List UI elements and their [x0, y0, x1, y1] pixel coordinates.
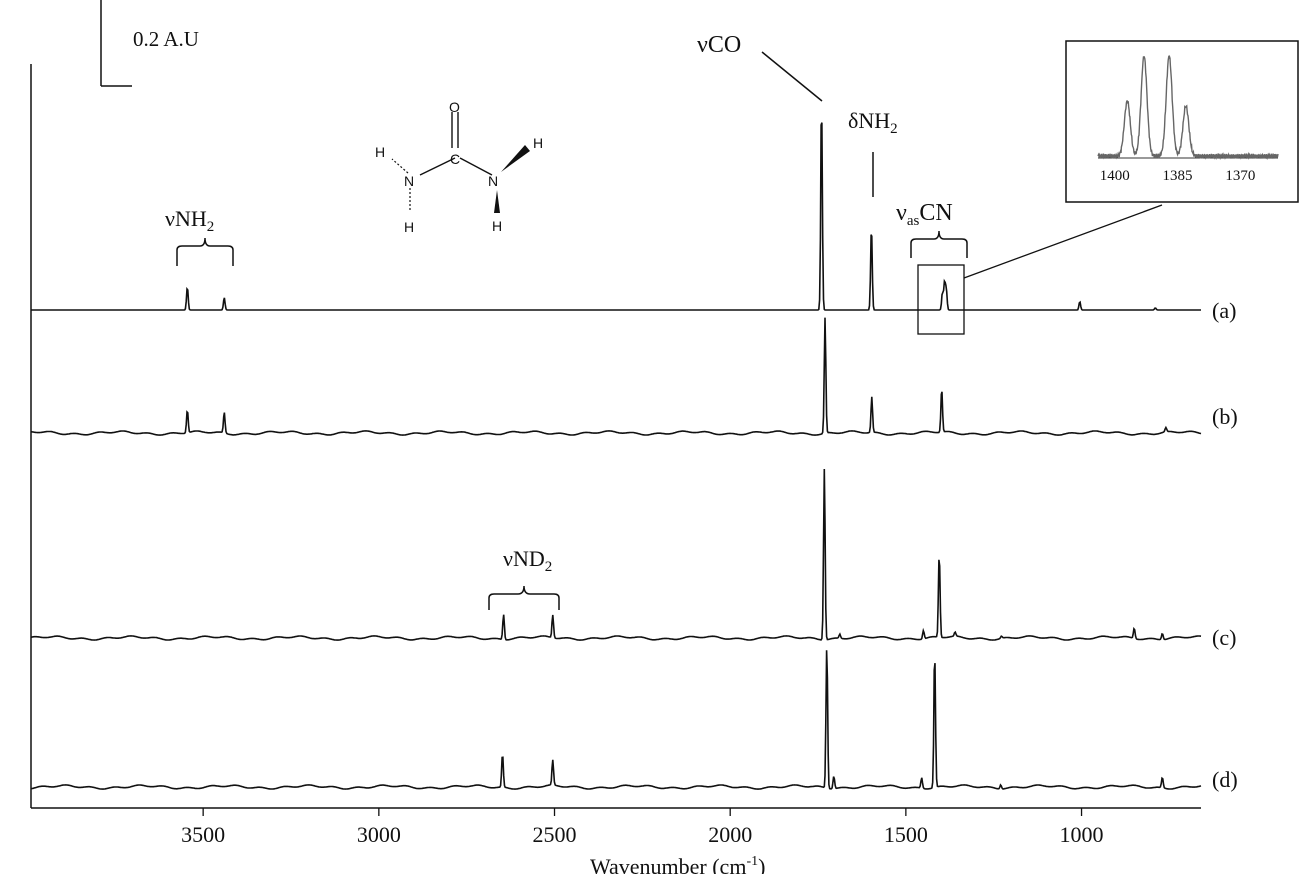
series-label-c: (c) — [1212, 625, 1236, 650]
x-tick-label: 1000 — [1060, 822, 1104, 847]
atom-hydrogen-1: H — [375, 144, 385, 160]
vnd2-label: νND2 — [503, 546, 552, 575]
x-tick-label: 2500 — [533, 822, 577, 847]
spectrum-trace-c — [30, 468, 1202, 641]
series-labels: (a) (b) (c) (d) — [1212, 298, 1238, 792]
series-label-a: (a) — [1212, 298, 1236, 323]
zoom-region-box — [917, 264, 965, 335]
x-axis-label: Wavenumber (cm-1) — [590, 854, 765, 874]
atom-hydrogen-3: H — [533, 135, 543, 151]
scale-bar: 0.2 A.U — [100, 0, 199, 87]
spectrum-trace-b — [30, 317, 1202, 436]
inset-zoom: 1400 1385 1370 — [1065, 40, 1299, 203]
vco-label: νCO — [697, 32, 741, 58]
inset-tick-label: 1370 — [1225, 168, 1255, 184]
inset-frame — [1065, 40, 1299, 203]
x-tick-label: 2000 — [708, 822, 752, 847]
zoom-connector-line — [963, 204, 1163, 279]
vascn-bracket — [910, 230, 968, 258]
dnh2-label: δNH2 — [848, 108, 898, 137]
atom-hydrogen-2: H — [404, 219, 414, 235]
urea-structure: O C N N H H H H — [375, 99, 543, 235]
inset-tick-labels: 1400 1385 1370 — [1100, 168, 1256, 184]
spectra-traces — [30, 122, 1202, 790]
atom-hydrogen-4: H — [492, 218, 502, 234]
annotation-vnd2: νND2 — [488, 546, 560, 610]
spectrum-trace-d — [30, 650, 1202, 790]
x-tick-label: 1500 — [884, 822, 928, 847]
atom-oxygen: O — [449, 99, 460, 115]
atom-nitrogen-right: N — [488, 173, 498, 189]
scale-bar-label: 0.2 A.U — [133, 27, 199, 51]
atom-carbon: C — [450, 151, 460, 167]
vascn-label: νasCN — [896, 200, 953, 229]
series-label-b: (b) — [1212, 404, 1238, 429]
vnh2-bracket — [176, 237, 234, 266]
series-label-d: (d) — [1212, 767, 1238, 792]
x-tick-label: 3500 — [181, 822, 225, 847]
atom-nitrogen-left: N — [404, 173, 414, 189]
x-tick-label: 3000 — [357, 822, 401, 847]
spectrum-trace-a — [31, 122, 1201, 311]
vnd2-bracket — [488, 585, 560, 610]
inset-tick-label: 1385 — [1163, 168, 1193, 184]
x-axis-ticks: 3500 3000 2500 2000 1500 1000 — [181, 808, 1104, 847]
annotation-dnh2: δNH2 — [848, 108, 898, 197]
annotation-vnh2: νNH2 — [165, 206, 234, 266]
vnh2-label: νNH2 — [165, 206, 214, 235]
annotation-vascn: νasCN — [896, 200, 1163, 335]
inset-trace — [1097, 54, 1279, 161]
annotation-vco: νCO — [697, 32, 823, 102]
inset-tick-label: 1400 — [1100, 168, 1130, 184]
